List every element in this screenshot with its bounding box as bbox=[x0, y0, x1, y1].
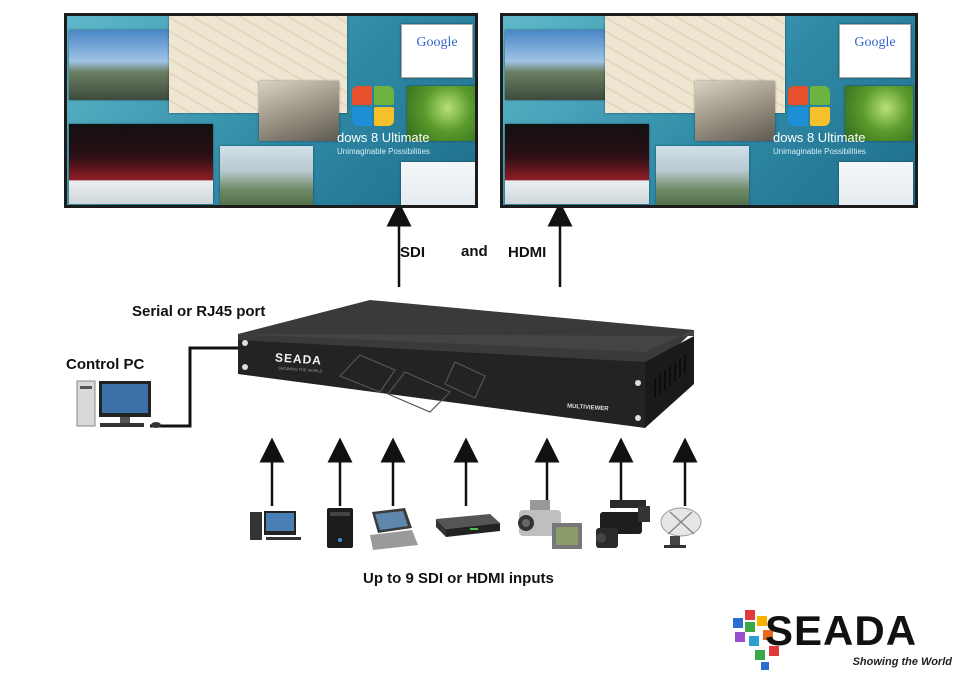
grass-photo-tile bbox=[407, 86, 475, 141]
map-tile bbox=[169, 16, 347, 113]
multiview-screen-right: Google dows 8 Ultimate Unimaginable Poss… bbox=[503, 16, 915, 205]
grass-photo-tile bbox=[845, 86, 913, 141]
highway-video-tile bbox=[259, 81, 339, 141]
pc-tower-icon bbox=[327, 508, 353, 548]
and-label: and bbox=[461, 243, 488, 260]
multiviewer-device bbox=[238, 300, 694, 428]
seada-logo-tagline: Showing the World bbox=[852, 656, 952, 668]
traffic-video-tile bbox=[69, 30, 169, 100]
satellite-dish-icon bbox=[660, 507, 702, 548]
output-monitor-left: Google dows 8 Ultimate Unimaginable Poss… bbox=[64, 13, 478, 208]
serial-port-label: Serial or RJ45 port bbox=[132, 303, 266, 320]
headset-photo-tile bbox=[401, 162, 475, 205]
control-cable bbox=[150, 346, 240, 428]
control-pc-label: Control PC bbox=[66, 356, 145, 373]
windows-subtitle: Unimaginable Possibilities bbox=[337, 147, 430, 156]
laptop-icon bbox=[370, 508, 418, 550]
traffic-video-tile bbox=[505, 30, 605, 100]
output-monitor-right: Google dows 8 Ultimate Unimaginable Poss… bbox=[500, 13, 918, 208]
windows-subtitle: Unimaginable Possibilities bbox=[773, 147, 866, 156]
control-pc-icon bbox=[76, 380, 161, 428]
world-map-icon bbox=[733, 610, 779, 670]
camcorder-icon bbox=[518, 500, 582, 549]
browser-tile: Google bbox=[839, 24, 911, 78]
windows-logo-icon bbox=[788, 86, 832, 128]
windows-title: dows 8 Ultimate bbox=[337, 130, 430, 145]
city-video-tile bbox=[656, 146, 749, 205]
google-logo-text: Google bbox=[416, 35, 458, 50]
city-video-tile bbox=[220, 146, 313, 205]
headset-photo-tile bbox=[839, 162, 913, 205]
seada-logo: SEADA Showing the World bbox=[725, 600, 960, 675]
desktop-pc-icon bbox=[250, 511, 301, 540]
hdmi-label: HDMI bbox=[508, 244, 547, 261]
browser-tile: Google bbox=[401, 24, 473, 78]
seada-logo-text: SEADA bbox=[765, 607, 918, 654]
news-video-tile bbox=[69, 124, 213, 204]
professional-camera-icon bbox=[596, 500, 650, 548]
sdi-label: SDI bbox=[400, 244, 426, 261]
windows-logo-icon bbox=[352, 86, 396, 128]
multiview-screen-left: Google dows 8 Ultimate Unimaginable Poss… bbox=[67, 16, 475, 205]
google-logo-text: Google bbox=[854, 35, 896, 50]
news-video-tile bbox=[505, 124, 649, 204]
set-top-box-icon bbox=[436, 514, 500, 537]
highway-video-tile bbox=[695, 81, 775, 141]
inputs-label: Up to 9 SDI or HDMI inputs bbox=[363, 570, 554, 587]
windows-title: dows 8 Ultimate bbox=[773, 130, 866, 145]
